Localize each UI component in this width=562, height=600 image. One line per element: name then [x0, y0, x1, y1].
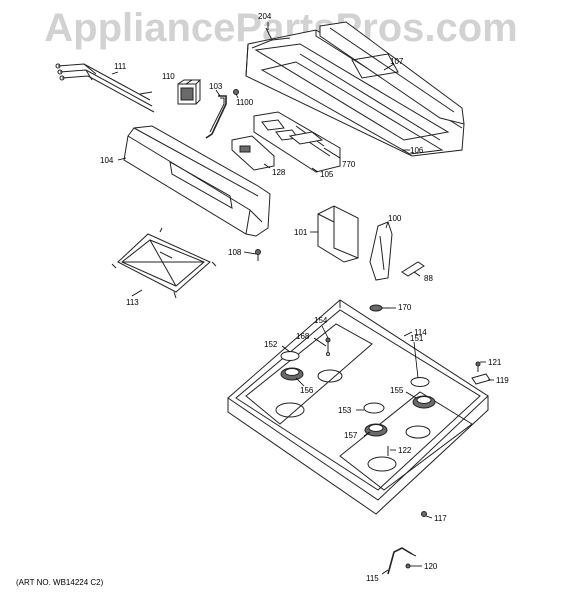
callout-115: 115: [366, 574, 379, 583]
callout-104: 104: [100, 156, 114, 165]
part-burner-grates-rings: [275, 369, 431, 472]
callout-154: 154: [314, 316, 328, 325]
callout-153: 153: [338, 406, 352, 415]
callout-107: 107: [390, 57, 404, 66]
part-204-bracket: [251, 27, 291, 49]
callout-117: 117: [434, 514, 447, 523]
part-88-knob: [401, 261, 425, 277]
leader-lines: [111, 22, 494, 575]
callout-168: 168: [296, 332, 310, 341]
callout-111: 111: [114, 62, 127, 71]
part-1100-screw: [233, 89, 239, 95]
part-111-wire-harness: [55, 63, 155, 113]
callout-157: 157: [344, 431, 358, 440]
callout-101: 101: [294, 228, 308, 237]
part-103-rod: [205, 95, 227, 139]
callout-155: 155: [390, 386, 404, 395]
part-115-rod: [387, 547, 417, 575]
part-burner-left-rear: [280, 367, 304, 381]
callout-114: 114: [414, 328, 427, 337]
part-114-cooktop: [227, 299, 489, 515]
callout-103: 103: [209, 82, 223, 91]
callout-204: 204: [258, 12, 272, 21]
part-128-clock: [231, 135, 275, 171]
callout-105: 105: [320, 170, 334, 179]
part-100-switch: [369, 221, 393, 281]
callout-119: 119: [496, 376, 509, 385]
callout-106: 106: [410, 146, 424, 155]
callout-121: 121: [488, 358, 502, 367]
part-152-cap: [280, 351, 300, 361]
callout-110: 110: [162, 72, 175, 81]
callout-100: 100: [388, 214, 402, 223]
part-108-screw: [255, 249, 261, 261]
part-117-screw: [421, 511, 427, 517]
part-153-cap: [363, 402, 385, 414]
callout-770: 770: [342, 160, 356, 169]
part-120-clip: [405, 563, 411, 569]
part-121-screw: [475, 361, 481, 372]
callout-120: 120: [424, 562, 438, 571]
part-119-clip: [471, 373, 491, 385]
callout-128: 128: [272, 168, 286, 177]
part-burner-right-rear: [412, 395, 436, 409]
callout-113: 113: [126, 298, 139, 307]
part-101-bracket: [317, 205, 359, 263]
callout-156: 156: [300, 386, 314, 395]
part-113-grate: [111, 227, 217, 299]
part-770-label: [288, 131, 324, 145]
art-number: (ART NO. WB14224 C2): [16, 578, 104, 587]
part-107-trim: [319, 21, 465, 125]
part-170-screw: [369, 304, 390, 312]
part-burner-center: [364, 423, 388, 437]
callout-151: 151: [410, 334, 424, 343]
part-151-cap: [410, 377, 430, 387]
callout-152: 152: [264, 340, 278, 349]
callout-108: 108: [228, 248, 242, 257]
part-110-module: [177, 79, 202, 105]
part-104-control-panel: [123, 125, 271, 237]
callout-122: 122: [398, 446, 412, 455]
callout-1100: 1100: [236, 98, 254, 107]
callout-88: 88: [424, 274, 433, 283]
callout-170: 170: [398, 303, 412, 312]
